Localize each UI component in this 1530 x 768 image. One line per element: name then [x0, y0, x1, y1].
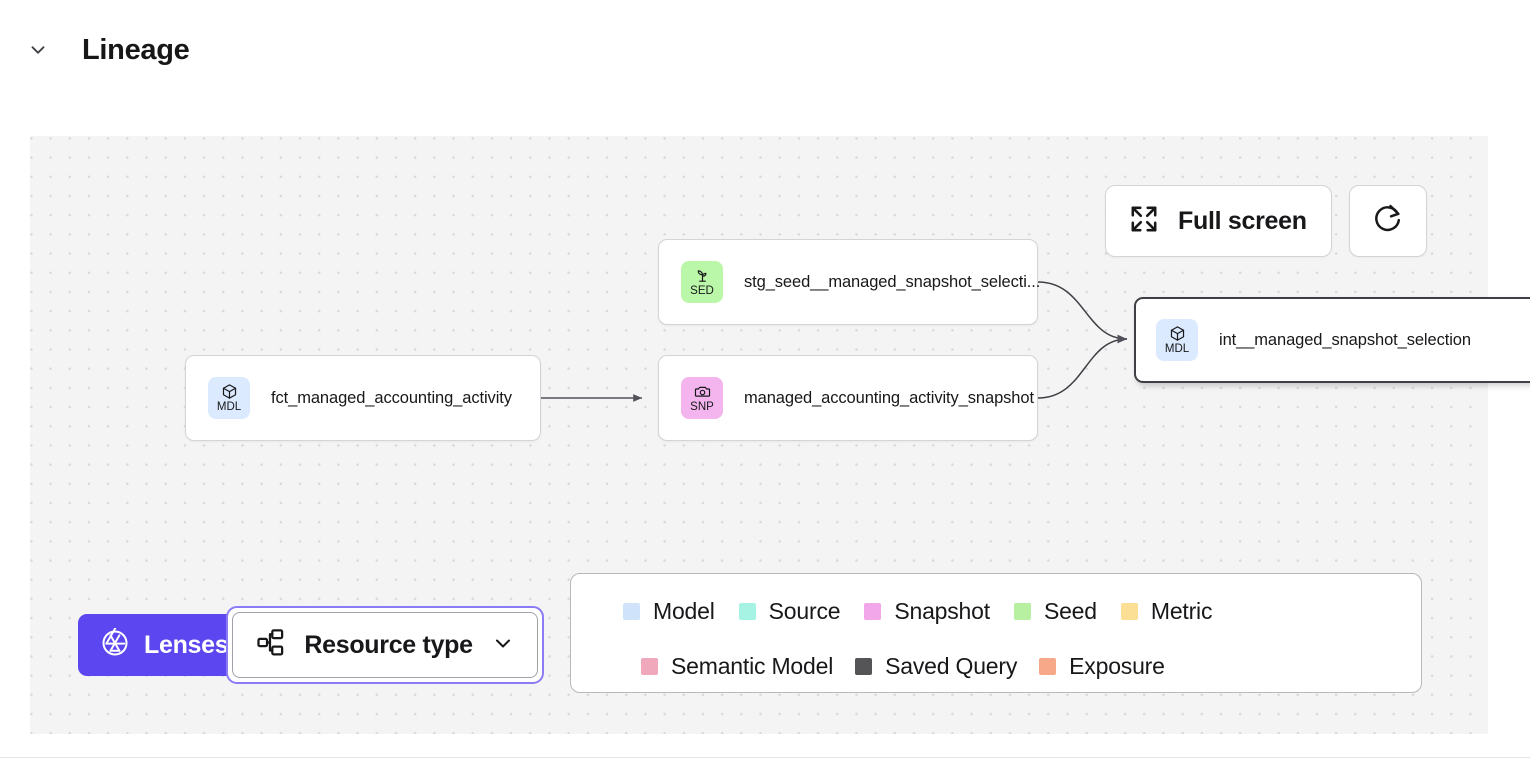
- cube-icon: [1169, 325, 1186, 342]
- legend-swatch-seed: [1013, 602, 1031, 620]
- cube-icon: [221, 383, 238, 400]
- lineage-canvas[interactable]: MDL fct_managed_accounting_activity SED …: [30, 136, 1530, 734]
- node-badge-code: SNP: [690, 401, 714, 413]
- camera-icon: [694, 383, 711, 400]
- edge-seed-to-int: [1037, 281, 1128, 344]
- canvas-toolbar: Full screen: [1105, 185, 1427, 257]
- sprout-icon: [694, 267, 711, 284]
- legend-swatch-exposure: [1039, 657, 1057, 675]
- legend-item-snapshot: Snapshot: [864, 598, 990, 625]
- lineage-node-model[interactable]: MDL fct_managed_accounting_activity: [185, 355, 541, 441]
- full-screen-label: Full screen: [1178, 206, 1307, 235]
- refresh-button[interactable]: [1348, 185, 1427, 257]
- node-badge-model: MDL: [208, 377, 250, 419]
- legend-item-exposure: Exposure: [1039, 653, 1165, 680]
- refresh-icon: [1371, 202, 1404, 240]
- legend-item-metric: Metric: [1120, 597, 1213, 625]
- resource-type-label: Resource type: [304, 630, 473, 659]
- node-badge-seed: SED: [681, 261, 723, 303]
- bottom-divider: [0, 757, 1530, 758]
- node-label: int__managed_snapshot_selection: [1219, 330, 1471, 349]
- lenses-control-group: Lenses Resource type: [78, 606, 544, 684]
- resource-type-select[interactable]: Resource type: [232, 612, 538, 678]
- node-label: fct_managed_accounting_activity: [271, 388, 512, 407]
- legend-item-semantic-model: Semantic Model: [641, 653, 833, 680]
- lineage-section-header: Lineage: [0, 0, 1530, 100]
- legend-row-secondary: Semantic Model Saved Query Exposure: [571, 644, 1421, 688]
- legend-label-metric: Metric: [1150, 597, 1213, 624]
- legend-row-primary: Model Source Snapshot Seed Metric: [571, 589, 1421, 633]
- page-title: Lineage: [82, 33, 190, 66]
- node-badge-model: MDL: [1156, 319, 1198, 361]
- legend-item-source: Source: [738, 597, 841, 625]
- node-badge-code: SED: [690, 285, 714, 297]
- legend-label-snapshot: Snapshot: [894, 597, 990, 624]
- edge-snapshot-to-int: [1037, 334, 1128, 399]
- legend-item-model: Model: [623, 598, 715, 625]
- chevron-down-icon: [27, 39, 49, 61]
- legend-label-exposure: Exposure: [1069, 652, 1165, 679]
- hierarchy-icon: [255, 627, 286, 663]
- lenses-label: Lenses: [144, 630, 229, 659]
- aperture-icon: [100, 626, 130, 663]
- legend-item-seed: Seed: [1013, 597, 1097, 625]
- expand-arrows-icon: [1128, 203, 1160, 240]
- legend-label-model: Model: [653, 597, 715, 624]
- full-screen-button[interactable]: Full screen: [1105, 185, 1332, 257]
- legend-swatch-saved-query: [855, 657, 873, 675]
- lineage-node-snapshot[interactable]: SNP managed_accounting_activity_snapshot: [658, 355, 1038, 441]
- lineage-node-seed[interactable]: SED stg_seed__managed_snapshot_selecti..…: [658, 239, 1041, 325]
- node-badge-snapshot: SNP: [681, 377, 723, 419]
- legend-swatch-semantic-model: [641, 657, 658, 675]
- legend-swatch-snapshot: [864, 602, 882, 620]
- lineage-node-model-selected[interactable]: MDL int__managed_snapshot_selection: [1134, 297, 1530, 383]
- legend-label-source: Source: [768, 597, 841, 624]
- legend-item-saved-query: Saved Query: [855, 653, 1017, 680]
- legend-label-semantic-model: Semantic Model: [671, 652, 834, 679]
- chevron-down-icon: [491, 631, 515, 660]
- node-badge-code: MDL: [216, 401, 242, 413]
- resource-type-focus-ring: Resource type: [226, 606, 544, 684]
- collapse-section-button[interactable]: [20, 32, 56, 68]
- legend-label-seed: Seed: [1043, 597, 1097, 624]
- legend-swatch-model: [623, 602, 640, 620]
- lineage-legend: Model Source Snapshot Seed Metric S: [570, 573, 1422, 693]
- legend-label-saved-query: Saved Query: [885, 652, 1018, 679]
- legend-swatch-metric: [1120, 602, 1138, 620]
- legend-swatch-source: [738, 602, 756, 620]
- node-label: managed_accounting_activity_snapshot: [744, 388, 1034, 407]
- node-badge-code: MDL: [1164, 343, 1190, 355]
- lenses-button[interactable]: Lenses: [78, 614, 249, 676]
- node-label: stg_seed__managed_snapshot_selecti...: [744, 272, 1041, 291]
